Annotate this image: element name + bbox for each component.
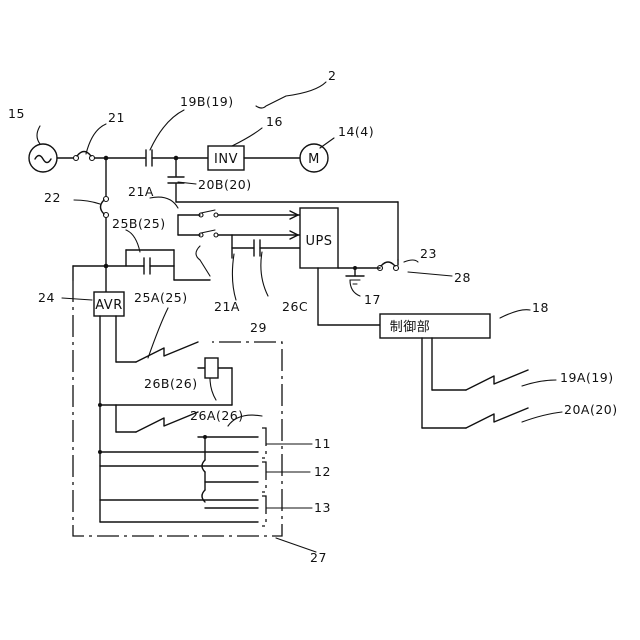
- label-25a: 25A(25): [134, 290, 188, 305]
- control-unit-label: 制御部: [390, 320, 431, 335]
- label-19a: 19A(19): [560, 370, 614, 385]
- label-16: 16: [266, 114, 283, 129]
- control-outputs: [422, 338, 528, 428]
- inverter-label: INV: [214, 152, 238, 167]
- ups-label: UPS: [305, 234, 332, 249]
- label-28: 28: [454, 270, 471, 285]
- label-21: 21: [108, 110, 125, 125]
- label-11: 11: [314, 436, 331, 451]
- label-21a-top: 21A: [128, 184, 154, 199]
- relay-26b: [205, 358, 218, 378]
- label-26a: 26A(26): [190, 408, 244, 423]
- label-12: 12: [314, 464, 331, 479]
- label-14: 14(4): [338, 124, 374, 139]
- avr-label: AVR: [95, 298, 123, 313]
- outlet-brackets: [262, 428, 266, 526]
- enclosure-27: [73, 280, 282, 536]
- motor-label: M: [308, 152, 320, 167]
- label-21a-mid: 21A: [214, 299, 240, 314]
- label-15: 15: [8, 106, 25, 121]
- label-23: 23: [420, 246, 437, 261]
- label-2: 2: [328, 68, 336, 83]
- label-19b: 19B(19): [180, 94, 234, 109]
- switches-21a: [178, 210, 300, 239]
- label-18: 18: [532, 300, 549, 315]
- label-29: 29: [250, 320, 267, 335]
- label-27: 27: [310, 550, 327, 565]
- branch-20b: [168, 156, 398, 260]
- label-26b: 26B(26): [144, 376, 198, 391]
- label-22: 22: [44, 190, 61, 205]
- feeder-vertical: [101, 156, 109, 292]
- label-20a: 20A(20): [564, 402, 618, 417]
- capacitor-19b: [146, 150, 152, 166]
- label-17: 17: [364, 292, 381, 307]
- label-25b: 25B(25): [112, 216, 166, 231]
- label-24: 24: [38, 290, 55, 305]
- capacitor-25b-branch: [73, 250, 210, 280]
- main-power-line: [29, 144, 328, 172]
- breaker-21: [74, 152, 95, 161]
- label-13: 13: [314, 500, 331, 515]
- label-20b: 20B(20): [198, 177, 252, 192]
- ac-wave-icon: [35, 156, 51, 163]
- label-26c: 26C: [282, 299, 308, 314]
